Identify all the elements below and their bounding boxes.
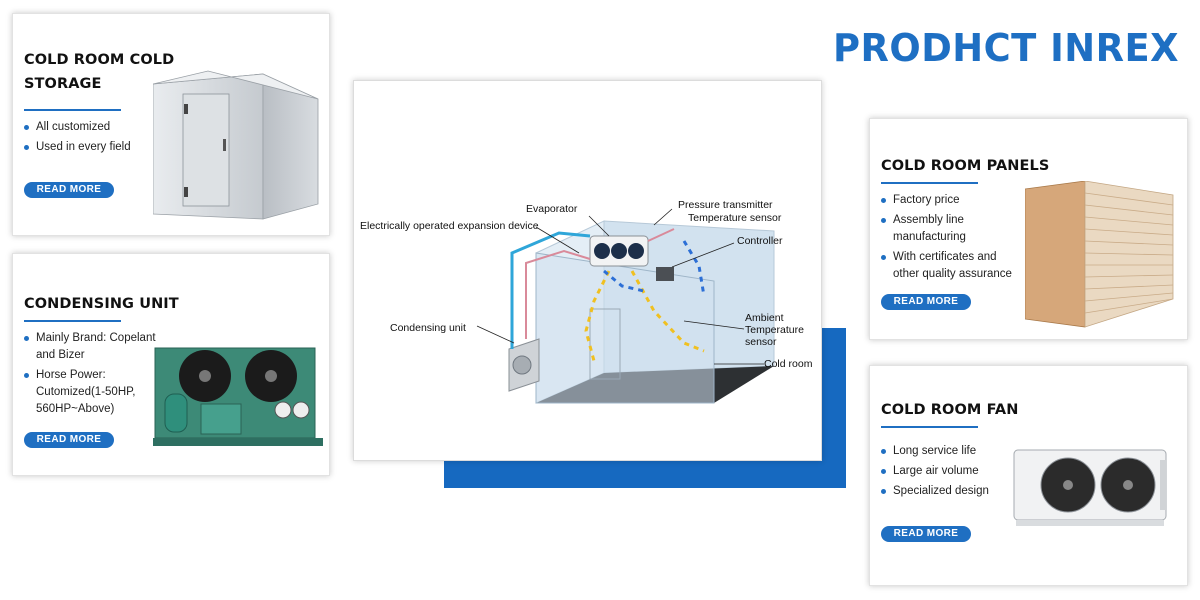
panels-image xyxy=(1025,181,1174,328)
card-title-line-1: COLD ROOM COLD xyxy=(24,52,175,68)
list-item-line: Horse Power: xyxy=(36,369,106,381)
list-item-line: other quality assurance xyxy=(893,268,1012,280)
list-item: Specialized design xyxy=(881,483,989,500)
feature-list: Mainly Brand: Copelant and Bizer Horse P… xyxy=(24,330,156,421)
card-panels: COLD ROOM PANELS Factory price Assembly … xyxy=(869,118,1188,340)
ambient-sensor-label-line: Ambient xyxy=(745,312,784,324)
list-item-line: Assembly line xyxy=(893,214,964,226)
list-item: Factory price xyxy=(881,192,1012,209)
card-title: COLD ROOM PANELS xyxy=(881,158,1050,174)
card-title: CONDENSING UNIT xyxy=(24,296,179,312)
card-fan: COLD ROOM FAN Long service life Large ai… xyxy=(869,365,1188,586)
read-more-button[interactable]: READ MORE xyxy=(881,526,971,542)
card-title: COLD ROOM COLD STORAGE xyxy=(24,48,174,96)
temperature-sensor-label: Temperature sensor xyxy=(688,212,782,224)
list-item: Mainly Brand: Copelant and Bizer xyxy=(24,330,156,364)
card-title: COLD ROOM FAN xyxy=(881,402,1019,418)
list-item-line: 560HP~Above) xyxy=(36,403,115,415)
list-item: With certificates and other quality assu… xyxy=(881,249,1012,283)
title-underline xyxy=(881,426,978,428)
feature-list: Long service life Large air volume Speci… xyxy=(881,443,989,503)
card-cold-storage: COLD ROOM COLD STORAGE All customized Us… xyxy=(12,13,330,236)
read-more-button[interactable]: READ MORE xyxy=(24,432,114,448)
condensing-unit-label: Condensing unit xyxy=(390,322,466,334)
ambient-sensor-label-line: sensor xyxy=(745,336,777,348)
list-item-line: manufacturing xyxy=(893,231,966,243)
condensing-unit-image xyxy=(153,347,323,446)
list-item-line: and Bizer xyxy=(36,349,85,361)
feature-list: Factory price Assembly line manufacturin… xyxy=(881,192,1012,286)
read-more-button[interactable]: READ MORE xyxy=(881,294,971,310)
ambient-sensor-label: Ambient Temperature sensor xyxy=(745,312,804,348)
evaporator-fan-image xyxy=(1013,449,1167,526)
list-item: Large air volume xyxy=(881,463,989,480)
controller-label: Controller xyxy=(737,235,783,247)
title-underline xyxy=(24,109,121,111)
ambient-sensor-label-line: Temperature xyxy=(745,324,804,336)
list-item: All customized xyxy=(24,119,131,136)
list-item-line: Cutomized(1-50HP, xyxy=(36,386,136,398)
feature-list: All customized Used in every field xyxy=(24,119,131,159)
evaporator-label: Evaporator xyxy=(526,203,578,215)
list-item-line: With certificates and xyxy=(893,251,997,263)
list-item: Used in every field xyxy=(24,139,131,156)
pressure-transmitter-label: Pressure transmitter xyxy=(678,199,773,211)
title-underline xyxy=(24,320,121,322)
page-heading: PRODHCT INREX xyxy=(833,26,1180,70)
expansion-device-label: Electrically operated expansion device xyxy=(360,220,539,232)
cold-room-image xyxy=(153,70,319,220)
list-item-line: Mainly Brand: Copelant xyxy=(36,332,156,344)
cold-room-label: Cold room xyxy=(764,358,813,370)
card-condensing-unit: CONDENSING UNIT Mainly Brand: Copelant a… xyxy=(12,253,330,476)
cold-room-diagram xyxy=(476,208,775,404)
read-more-button[interactable]: READ MORE xyxy=(24,182,114,198)
list-item: Assembly line manufacturing xyxy=(881,212,1012,246)
list-item: Long service life xyxy=(881,443,989,460)
card-title-line-2: STORAGE xyxy=(24,76,102,92)
cold-room-diagram-card: Evaporator Pressure transmitter Temperat… xyxy=(353,80,822,461)
title-underline xyxy=(881,182,978,184)
list-item: Horse Power: Cutomized(1-50HP, 560HP~Abo… xyxy=(24,367,156,418)
